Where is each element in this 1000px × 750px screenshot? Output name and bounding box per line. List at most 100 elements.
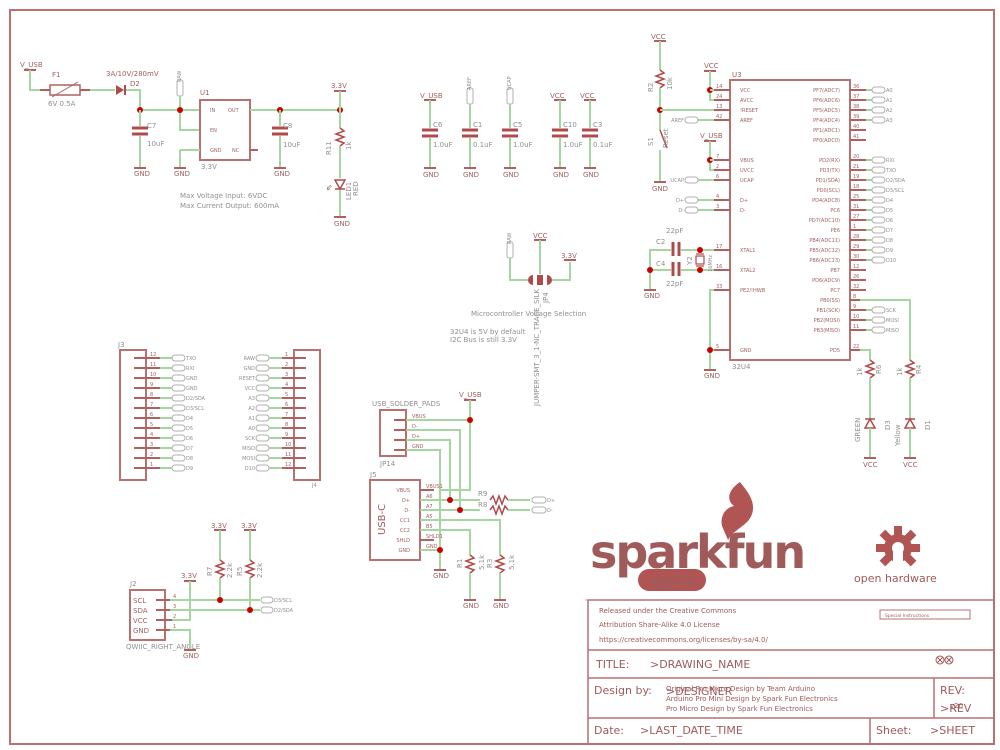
- wire: [179, 96, 200, 131]
- j5-pin-pad: GND: [426, 544, 438, 550]
- voltage-selection-jumper: RAW VCC 3.3V JP4 JUMPER-SMT_3_1-NC_TRACE…: [450, 232, 586, 407]
- x-marks-icon: [935, 655, 954, 665]
- jp4-raw-flag: RAW: [507, 233, 513, 244]
- c4-value: 22pF: [666, 280, 683, 288]
- u3-pin-number: 29: [853, 244, 859, 250]
- u3-pin-name: PD4(ADC8): [812, 198, 840, 204]
- u3-pin-name: D+: [740, 198, 748, 204]
- jp4-ref: JP4: [542, 292, 550, 304]
- open-hardware-logo: open hardware: [854, 526, 937, 585]
- u3-pin-name: PF1(ADC1): [813, 128, 840, 134]
- u3-pin-number: 25: [853, 194, 859, 200]
- net-flag-label: RESET: [239, 376, 256, 382]
- j5-pin-pad: B5: [426, 524, 433, 530]
- u3-pin-number: 16: [716, 264, 722, 270]
- net-flag-label: D8: [186, 456, 193, 462]
- net-flag: [171, 394, 186, 402]
- led-rays-icon: ⇙: [326, 183, 333, 192]
- j2-pin-number: 2: [173, 614, 176, 620]
- u3-pin-number: 31: [853, 204, 859, 210]
- u1-pin-in: IN: [210, 108, 215, 114]
- j2-pin-name: SDA: [133, 607, 148, 615]
- wire: [860, 299, 911, 360]
- u3-pin-name: PB1(SCK): [817, 308, 841, 314]
- cap-ref: C1: [473, 121, 482, 129]
- u3-pin-name: PC7: [830, 288, 840, 294]
- net-flag: [684, 176, 699, 184]
- net-flag-dp: [531, 496, 547, 504]
- license-url[interactable]: https://creativecommons.org/licenses/by-…: [599, 636, 768, 644]
- j2-rail-label: 3.3V: [181, 572, 197, 580]
- r6-ref: R6: [875, 364, 883, 374]
- net-flag-label: GND: [244, 366, 256, 372]
- j4-pin-number: 4: [285, 382, 288, 388]
- raw-flag-label: RAW: [177, 71, 183, 82]
- resistor-icon: [653, 69, 667, 89]
- vcc-label: VCC: [651, 33, 666, 41]
- j5-pin-name: CC1: [400, 518, 410, 524]
- net-flag-label: D8: [886, 238, 893, 244]
- gnd-label: GND: [274, 170, 290, 178]
- net-flag-label: D9: [886, 248, 893, 254]
- j4-pin-number: 10: [285, 442, 291, 448]
- c2-value: 22pF: [666, 227, 683, 235]
- j3-pin-number: 3: [150, 442, 153, 448]
- title-block-frame: [587, 599, 995, 745]
- r3-value: 5.1k: [508, 554, 516, 570]
- net-flag-label: VCC: [245, 386, 256, 392]
- net-flag: [871, 156, 886, 164]
- u3-pin-number: 30: [853, 254, 859, 260]
- d2-value: 3A/10V/280mV: [106, 70, 159, 78]
- net-flag: [871, 306, 886, 314]
- v-usb-label: V_USB: [20, 61, 43, 69]
- net-flag-label: A1: [248, 416, 255, 422]
- sheet-value: >SHEET: [930, 724, 975, 737]
- j3-pin-number: 6: [150, 412, 153, 418]
- jumper-pad-left: [528, 275, 533, 285]
- net-flag: [171, 374, 186, 382]
- j5-pin-name: CC2: [400, 528, 410, 534]
- net-flag-label: D7: [886, 228, 893, 234]
- date-value: >LAST_DATE_TIME: [640, 724, 743, 737]
- net-flag-label: GND: [186, 376, 198, 382]
- u3-pin-name: !RESET: [740, 108, 759, 114]
- net-flag: [171, 434, 186, 442]
- net-flag-label: A2: [886, 108, 893, 114]
- cap-value: 0.1uF: [473, 141, 493, 149]
- jp14-pin-name: VBUS: [412, 414, 426, 420]
- net-flag-dm: [531, 506, 547, 514]
- cap-supply-label: VCC: [550, 92, 565, 100]
- cap-ref: C3: [593, 121, 602, 129]
- junction: [697, 247, 703, 253]
- diode-icon: [116, 85, 124, 95]
- u3-pin-number: 36: [853, 84, 859, 90]
- j5-pin-pad: A5: [426, 514, 433, 520]
- j4-pin-number: 2: [285, 362, 288, 368]
- j3-ref: J3: [117, 341, 125, 349]
- net-flag: [871, 326, 886, 334]
- u3-pin-number: 10: [853, 314, 859, 320]
- u3-pin-name: VBUS: [740, 158, 754, 164]
- r11-value: 1k: [345, 141, 353, 150]
- u3-pin-name: PB5(ADC12): [809, 248, 840, 254]
- led-icon: [903, 417, 917, 429]
- net-flag-label: UCAP: [670, 178, 684, 184]
- j5-pin-name: D-: [404, 508, 410, 514]
- u1-pin-out: OUT: [228, 108, 240, 114]
- resistor-icon: [213, 559, 227, 579]
- date-label: Date:: [594, 724, 624, 737]
- j3-pin-number: 2: [150, 452, 153, 458]
- net-flag: [871, 96, 886, 104]
- flag-dp-label: D+: [547, 498, 555, 504]
- sheet-label: Sheet:: [876, 724, 912, 737]
- net-flag: [684, 196, 699, 204]
- d2-ref: D2: [130, 80, 140, 88]
- j4-pin-number: 3: [285, 372, 288, 378]
- net-flag-label: A0: [248, 426, 255, 432]
- net-flag-label: D7: [186, 446, 193, 452]
- net-flag-label: D2/SDA: [186, 396, 206, 402]
- net-flag: [871, 216, 886, 224]
- net-flag-label: D3/SCL: [186, 406, 204, 412]
